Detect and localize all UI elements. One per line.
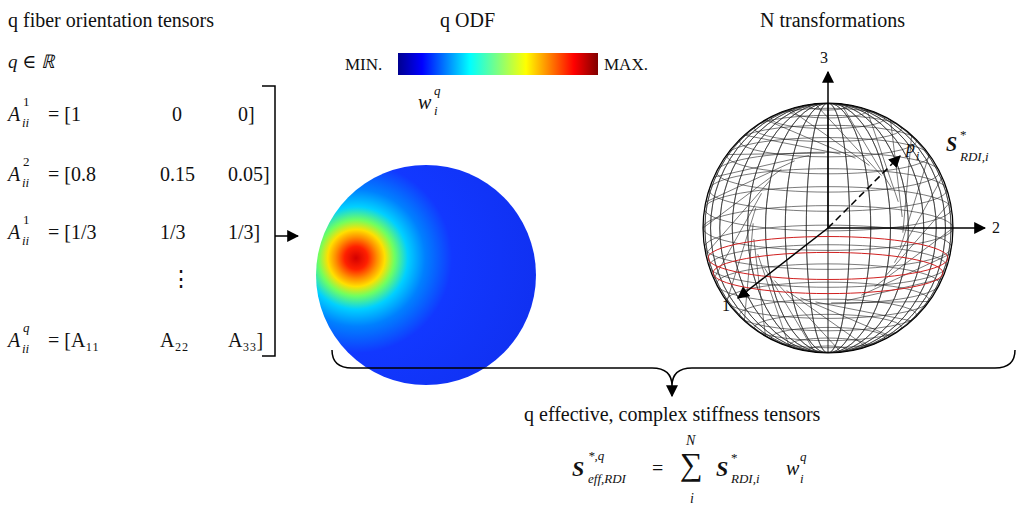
subscript: i	[800, 472, 804, 485]
operator: ∑	[680, 448, 703, 480]
sum-limit: i	[690, 492, 694, 506]
column-title: q fiber orientation tensors	[8, 10, 214, 30]
bracket	[262, 86, 298, 356]
subscript: ii	[22, 116, 29, 129]
matrix-entry: A₂₂	[160, 330, 188, 350]
superscript: q	[800, 450, 807, 463]
symbol: S	[572, 458, 584, 480]
matrix-entry: 1/3	[160, 222, 186, 242]
vector-p	[828, 156, 900, 228]
superscript: 2	[23, 155, 30, 168]
subscript: RDI,i	[960, 150, 989, 163]
set-note: q ∈ ℝ	[8, 52, 55, 71]
axis-label: 3	[820, 50, 828, 66]
subscript: RDI,i	[731, 472, 760, 485]
superscript: 1	[23, 95, 30, 108]
symbol: A	[8, 330, 20, 350]
matrix-entry: 0]	[238, 104, 255, 124]
matrix-entry: = [0.8	[48, 164, 96, 184]
column-title: q ODF	[440, 10, 495, 30]
axis-1	[738, 228, 828, 298]
axis-3	[827, 72, 829, 228]
superscript: q	[23, 321, 30, 334]
arrow	[671, 386, 673, 396]
colorbar-label: MIN.	[345, 56, 382, 73]
vector-label: p	[906, 138, 915, 156]
symbol: w	[786, 458, 799, 478]
superscript: *	[960, 128, 967, 141]
symbol: S	[716, 458, 728, 480]
symbol: S	[946, 134, 957, 154]
column-title: N transformations	[760, 10, 905, 30]
ellipsis: ⋮	[170, 268, 192, 290]
matrix-entry: = [1	[48, 104, 81, 124]
colorbar-label: MAX.	[604, 56, 648, 73]
subscript: i	[434, 104, 438, 117]
symbol: w	[418, 92, 431, 112]
axis-label: 2	[992, 220, 1000, 236]
odf-sphere	[316, 165, 536, 385]
matrix-entry: 1/3]	[228, 222, 260, 242]
axis-label: 1	[722, 298, 730, 314]
subscript: i	[916, 150, 919, 162]
axis-2	[828, 227, 985, 229]
subscript: eff,RDI	[588, 472, 626, 485]
sum-limit: N	[686, 434, 695, 448]
subscript: ii	[22, 176, 29, 189]
matrix-entry: 0.05]	[228, 164, 270, 184]
result-title: q effective, complex stiffness tensors	[524, 404, 820, 424]
superscript: q	[434, 84, 441, 97]
matrix-entry: 0.15	[160, 164, 195, 184]
operator: =	[652, 458, 663, 478]
superscript: 1	[23, 213, 30, 226]
matrix-entry: = [A₁₁	[48, 330, 99, 350]
matrix-entry: 0	[172, 104, 182, 124]
symbol: A	[8, 164, 20, 184]
matrix-entry: A₃₃]	[228, 330, 263, 350]
subscript: ii	[22, 342, 29, 355]
superscript: *,q	[588, 449, 604, 462]
symbol: A	[8, 222, 20, 242]
brace	[332, 350, 1015, 386]
matrix-entry: = [1/3	[48, 222, 97, 242]
symbol: A	[8, 104, 20, 124]
subscript: ii	[22, 234, 29, 247]
colorbar	[398, 53, 598, 75]
superscript: *	[731, 451, 738, 464]
